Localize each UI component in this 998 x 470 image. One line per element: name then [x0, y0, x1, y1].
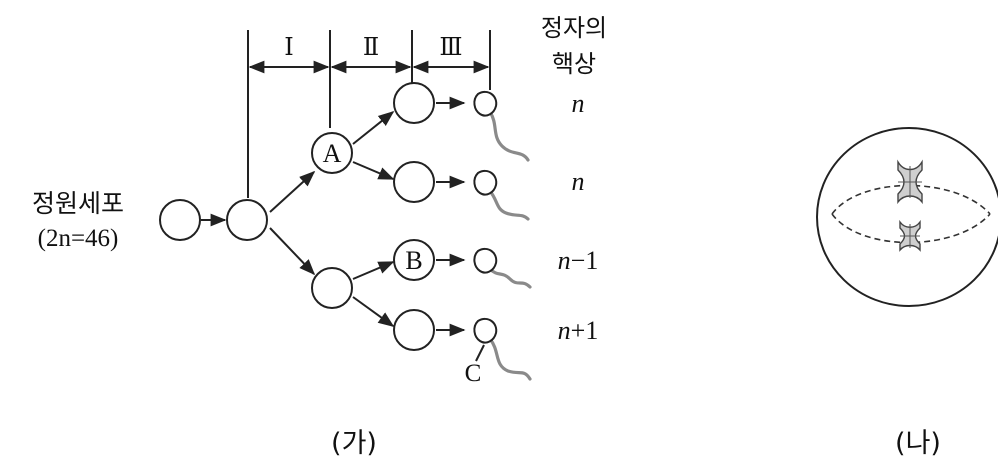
primary-spermatocyte-cell: [227, 200, 267, 240]
sperm-head: [474, 171, 496, 195]
sperm-head: [474, 319, 496, 343]
ploidy-sperm-4: n+1: [558, 316, 599, 345]
cell-lineage: A B: [160, 83, 464, 350]
division-arrow-a-upper: [353, 112, 393, 144]
sperm-head: [474, 92, 496, 116]
sperm-tail: [490, 339, 530, 379]
ploidy-sperm-3: n−1: [558, 246, 599, 275]
sperm-tail: [490, 112, 528, 160]
sperm-tail: [490, 191, 528, 219]
stage-1-label: Ⅰ: [284, 35, 293, 61]
cell-c-label: C: [465, 360, 482, 387]
stage-3-label: Ⅲ: [439, 35, 462, 61]
ploidy-column: n n n−1 n+1: [558, 89, 599, 345]
division-arrow-lower: [270, 228, 314, 274]
cell-b-label: B: [405, 246, 422, 275]
column-header-line1: 정자의: [541, 14, 607, 42]
cell-a-label: A: [323, 139, 342, 168]
caption-ga: (가): [331, 428, 377, 459]
chromosome-upper: [898, 162, 922, 202]
division-arrow-b-lower: [353, 297, 393, 326]
sperm-tail: [490, 269, 530, 287]
metaphase-cell: [817, 128, 998, 306]
sperm-1: [474, 92, 528, 160]
division-arrow-a-lower: [353, 162, 393, 179]
spermatogonium-chromosome-label: (2n=46): [38, 225, 119, 252]
spermatid-4: [394, 310, 434, 350]
column-header-line2: 핵상: [552, 50, 596, 78]
sperm-3: [474, 249, 530, 287]
ploidy-sperm-2: n: [572, 167, 585, 196]
chromosome-lower: [900, 222, 920, 250]
sperm-c: [474, 319, 530, 379]
spermatogonium-cell: [160, 200, 200, 240]
division-arrow-upper: [270, 172, 314, 212]
cell-membrane: [817, 128, 998, 306]
ploidy-sperm-1: n: [572, 89, 585, 118]
secondary-spermatocyte-lower: [312, 268, 352, 308]
spermatid-1: [394, 83, 434, 123]
sperm-2: [474, 171, 528, 219]
caption-na: (나): [895, 428, 941, 459]
cell-c-pointer: [476, 345, 484, 361]
stage-bracket: Ⅰ Ⅱ Ⅲ: [248, 30, 490, 198]
spermatogonium-label: 정원세포: [32, 189, 124, 218]
spermatid-2: [394, 162, 434, 202]
sperm-head: [474, 249, 496, 273]
division-arrow-b-upper: [353, 262, 393, 279]
stage-2-label: Ⅱ: [363, 35, 379, 61]
